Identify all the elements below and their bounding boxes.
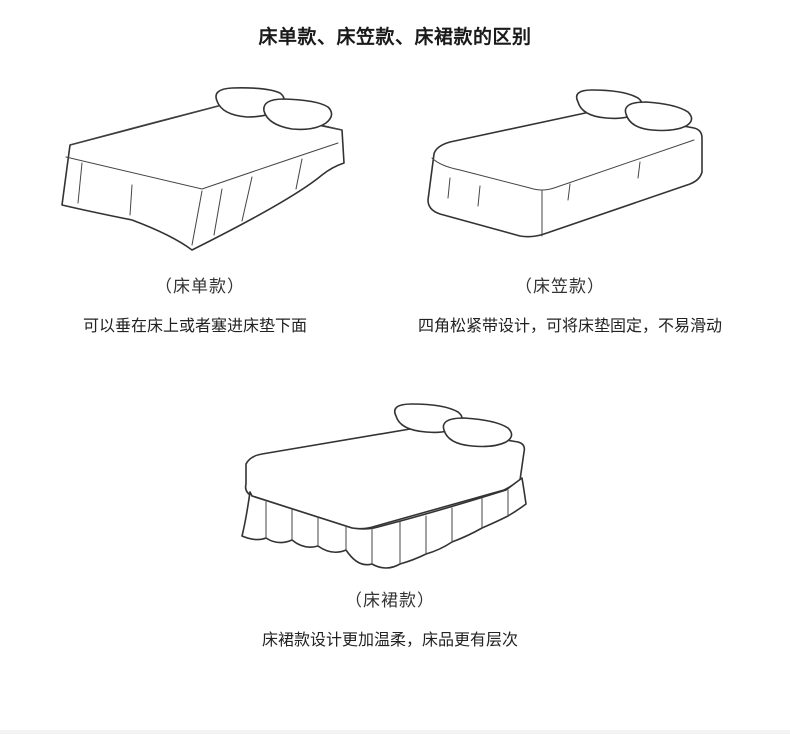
flat-sheet-caption: （床单款） (155, 277, 245, 297)
flat-sheet-description: 可以垂在床上或者塞进床垫下面 (82, 316, 307, 335)
flat-sheet-bed-illustration (52, 85, 352, 260)
bed-skirt-caption: （床裙款） (345, 591, 435, 611)
fitted-sheet-description: 四角松紧带设计，可将床垫固定，不易滑动 (417, 316, 722, 335)
page-title: 床单款、床笠款、床裙款的区别 (258, 26, 532, 48)
bed-skirt-illustration (236, 400, 536, 578)
bottom-divider (0, 730, 790, 734)
fitted-sheet-caption: （床笠款） (515, 277, 605, 297)
fitted-sheet-bed-illustration (420, 88, 710, 248)
bed-skirt-description: 床裙款设计更加温柔，床品更有层次 (261, 630, 518, 649)
